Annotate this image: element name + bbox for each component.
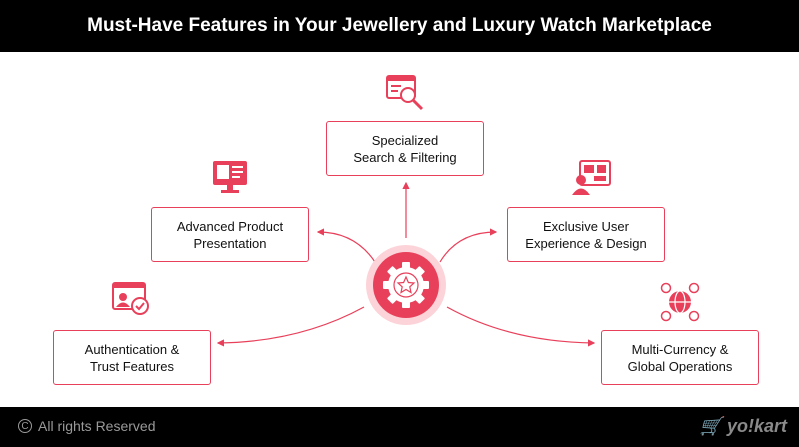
feature-label: Authentication & <box>84 341 180 357</box>
page-title: Must-Have Features in Your Jewellery and… <box>0 0 799 52</box>
copyright: C All rights Reserved <box>18 418 156 434</box>
feature-authentication: Authentication &Trust Features <box>53 330 211 385</box>
verified-badge-icon <box>112 282 149 315</box>
globe-currency-icon <box>660 282 700 322</box>
copyright-icon: C <box>18 419 32 433</box>
copyright-text: All rights Reserved <box>38 418 156 434</box>
search-browser-icon <box>386 75 424 111</box>
center-gear-icon <box>366 245 446 325</box>
arrow-experience <box>439 228 498 263</box>
feature-label: Search & Filtering <box>353 149 457 165</box>
arrow-authentication <box>216 306 365 347</box>
logo-text: yo!kart <box>726 416 787 436</box>
product-display-icon <box>213 161 247 193</box>
feature-label: Multi-Currency & <box>631 341 729 357</box>
feature-label: Global Operations <box>627 358 733 374</box>
user-design-icon <box>572 160 611 195</box>
arrow-currency <box>446 306 596 347</box>
footer: C All rights Reserved 🛒 yo!kart <box>0 407 799 447</box>
arrow-product <box>316 228 376 263</box>
yokart-logo: 🛒 yo!kart <box>699 416 787 436</box>
feature-label: Exclusive User <box>543 218 629 234</box>
feature-multi-currency: Multi-Currency &Global Operations <box>601 330 759 385</box>
feature-label: Specialized <box>371 132 439 148</box>
feature-label: Advanced Product <box>176 218 284 234</box>
feature-label: Trust Features <box>89 358 175 374</box>
feature-label: Experience & Design <box>525 235 647 251</box>
feature-label: Presentation <box>193 235 267 251</box>
